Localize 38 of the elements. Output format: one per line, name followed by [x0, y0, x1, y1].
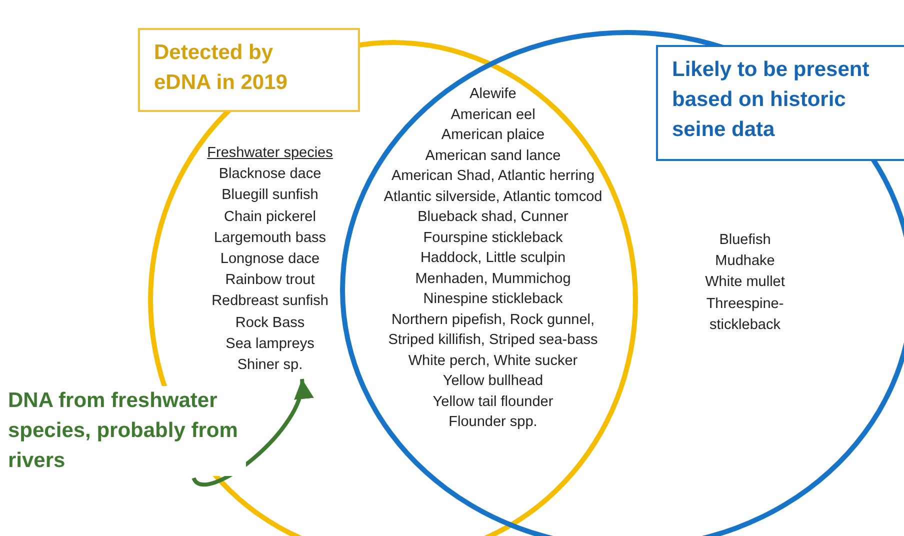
species-name: Longnose dace [219, 250, 321, 270]
species-name: Ninespine stickleback [422, 290, 564, 309]
list-heading: Freshwater species [206, 144, 334, 163]
species-name: Sea lampreys [224, 334, 316, 354]
species-name: Bluegill sunfish [220, 186, 320, 206]
species-name: American eel [450, 106, 536, 124]
species-name: Rainbow trout [224, 271, 316, 290]
species-name: Striped killifish, Striped sea-bass [387, 331, 599, 350]
species-name: Redbreast sunfish [210, 292, 330, 312]
species-name: Largemouth bass [212, 228, 328, 248]
species-name: Yellow tail flounder [432, 392, 554, 412]
species-name: Chain pickerel [223, 208, 317, 227]
species-name: Alewife [468, 85, 518, 104]
species-name: Blacknose dace [218, 165, 322, 184]
curved-arrow [192, 378, 311, 486]
species-name: Blueback shad, Cunner [416, 208, 570, 227]
annotation-text: DNA from freshwater species, probably from rivers [8, 386, 246, 476]
species-name: White mullet [704, 273, 786, 292]
species-name: Menhaden, Mummichog [414, 270, 572, 288]
species-name: Bluefish [718, 231, 772, 250]
species-name: Northern pipefish, Rock gunnel, [390, 310, 596, 330]
species-name: Shiner sp. [236, 356, 304, 376]
species-name: Fourspine stickleback [422, 228, 564, 248]
species-name: American sand lance [424, 146, 562, 166]
species-name: Yellow bullhead [442, 372, 544, 391]
species-name: American Shad, Atlantic herring [390, 167, 596, 186]
species-name: Threespine-stickleback [705, 294, 785, 335]
species-name: Mudhake [714, 252, 776, 272]
set-title: Detected by eDNA in 2019 [154, 40, 288, 96]
title-box [656, 45, 904, 161]
set-title: Likely to be present based on historic seine data [672, 57, 870, 143]
species-name: White perch, White sucker [407, 352, 579, 370]
species-name: Rock Bass [234, 314, 306, 333]
species-name: Flounder spp. [448, 413, 538, 432]
species-name: Haddock, Little sculpin [419, 249, 567, 268]
title-box [138, 28, 360, 112]
species-name: Atlantic silverside, Atlantic tomcod [382, 188, 604, 206]
species-name: American plaice [440, 126, 546, 145]
